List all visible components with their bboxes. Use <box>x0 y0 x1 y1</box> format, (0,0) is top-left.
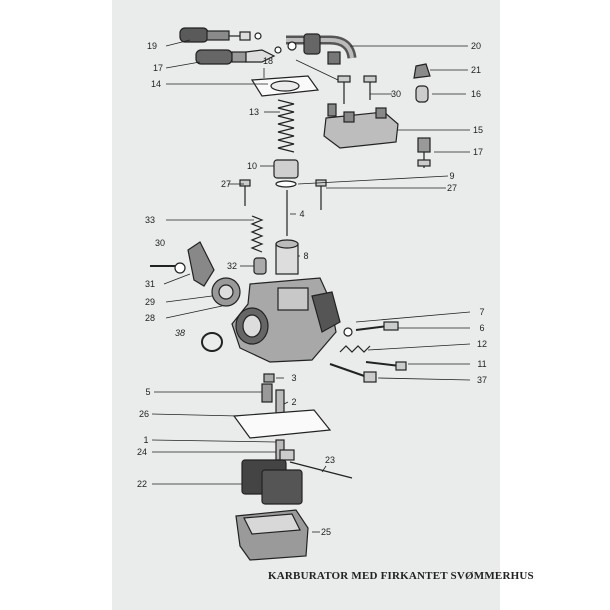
part-25-float-bowl <box>235 509 309 561</box>
part-17-adjust-screw <box>417 137 431 168</box>
leader-lines <box>151 39 471 533</box>
callout-27-right: 27 <box>447 183 457 193</box>
part-31-lever <box>150 241 215 287</box>
callout-17-top: 17 <box>153 63 163 73</box>
callout-5: 5 <box>145 387 150 397</box>
part-19-fitting <box>179 27 262 43</box>
part-13-spring <box>277 99 295 153</box>
part-21-cap <box>413 63 431 79</box>
callout-4: 4 <box>299 209 304 219</box>
part-24-float-pin <box>275 439 295 461</box>
part-33-spring <box>250 215 264 253</box>
parts-drawing <box>150 27 431 561</box>
callout-1: 1 <box>143 435 148 445</box>
callout-37: 37 <box>477 375 487 385</box>
part-14-gasket <box>250 75 320 97</box>
part-20-bent-pipe <box>286 33 357 65</box>
callout-8: 8 <box>303 251 308 261</box>
part-9-clip <box>275 180 297 188</box>
callout-7: 7 <box>479 307 484 317</box>
part-38-o-ring <box>201 332 223 352</box>
callout-11: 11 <box>477 359 486 369</box>
callout-14: 14 <box>151 79 161 89</box>
callout-labels: 19 20 17 18 21 14 30 16 13 15 17 10 9 27… <box>137 41 487 537</box>
part-28-cover <box>211 277 241 307</box>
callout-29: 29 <box>145 297 155 307</box>
callout-30-top: 30 <box>391 89 401 99</box>
part-16-sleeve <box>415 85 429 103</box>
callout-28: 28 <box>145 313 155 323</box>
diagram-caption: KARBURATOR MED FIRKANTET SVØMMERHUS <box>268 570 534 582</box>
catalog-page: 19 20 17 18 21 14 30 16 13 15 17 10 9 27… <box>112 0 534 610</box>
part-26-gasket <box>232 409 332 439</box>
callout-12: 12 <box>477 339 487 349</box>
callout-18: 18 <box>263 56 273 66</box>
callout-22: 22 <box>137 479 147 489</box>
part-32-jet <box>253 257 267 275</box>
carburetor-exploded-diagram: 19 20 17 18 21 14 30 16 13 15 17 10 9 27… <box>137 27 487 561</box>
part-11-screw <box>365 361 407 371</box>
carburetor-body <box>231 277 341 363</box>
callout-19: 19 <box>147 41 157 51</box>
callout-26: 26 <box>139 409 149 419</box>
part-30-screws <box>337 75 377 104</box>
callout-9: 9 <box>449 171 454 181</box>
part-23-rod <box>289 461 353 479</box>
callout-20: 20 <box>471 41 481 51</box>
part-6-idle-screw <box>343 321 399 337</box>
callout-3: 3 <box>291 373 296 383</box>
part-10-slide <box>273 159 299 179</box>
callout-32: 32 <box>227 261 237 271</box>
callout-38: 38 <box>175 328 185 338</box>
callout-13: 13 <box>249 107 259 117</box>
callout-16: 16 <box>471 89 481 99</box>
part-5-needle-valve <box>261 383 273 403</box>
part-37-screw <box>329 363 377 383</box>
callout-23: 23 <box>325 455 335 465</box>
callout-33: 33 <box>145 215 155 225</box>
callout-27-left: 27 <box>221 179 231 189</box>
part-22-float <box>241 459 303 505</box>
part-3-jet <box>263 373 275 383</box>
callout-24: 24 <box>137 447 147 457</box>
part-8-tube <box>275 239 299 275</box>
callout-6: 6 <box>479 323 484 333</box>
callout-2: 2 <box>291 397 296 407</box>
callout-21: 21 <box>471 65 481 75</box>
part-12-spring <box>339 345 371 353</box>
callout-25: 25 <box>321 527 331 537</box>
callout-15: 15 <box>473 125 483 135</box>
callout-17-right: 17 <box>473 147 483 157</box>
part-15-top-block <box>323 103 399 149</box>
part-17-lower-fitting <box>195 41 297 65</box>
callout-10: 10 <box>247 161 257 171</box>
callout-30-left: 30 <box>155 238 165 248</box>
callout-31: 31 <box>145 279 155 289</box>
